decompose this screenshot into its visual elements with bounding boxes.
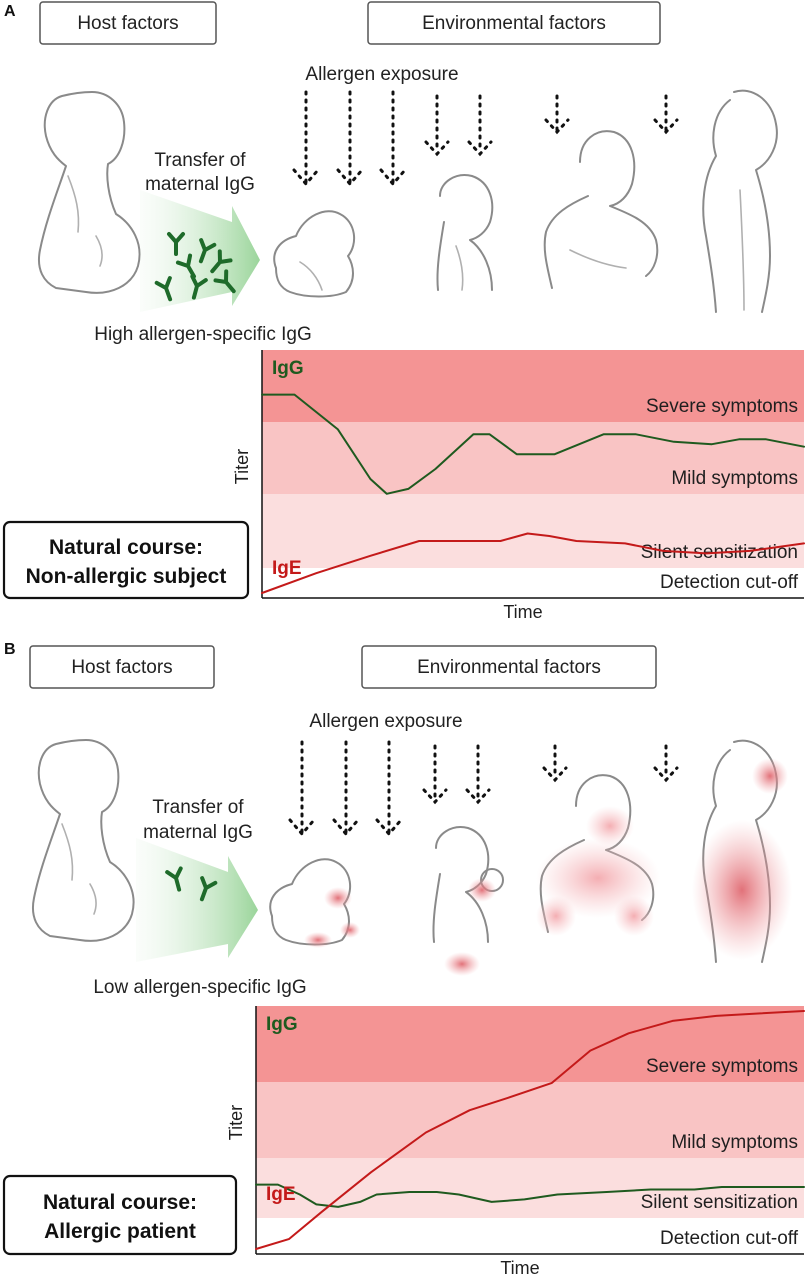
course-title-line2: Non-allergic subject	[26, 565, 227, 588]
series-line-igg	[261, 393, 805, 495]
transfer-label-line1: Transfer of	[154, 150, 246, 171]
adolescent-icon	[543, 130, 659, 289]
dotted-arrow-icon	[336, 90, 364, 187]
band-detection-cut-off	[262, 568, 804, 598]
dotted-arrow-icon	[288, 740, 316, 837]
course-label-box: Natural course: Allergic patient	[2, 1174, 238, 1256]
dotted-arrow-icon	[544, 94, 570, 135]
panel-letter-b: B	[4, 641, 16, 658]
host-factors-box: Host factors	[29, 645, 215, 689]
series-line-igg	[255, 1183, 805, 1208]
course-label-box: Natural course: Non-allergic subject	[2, 520, 250, 600]
environmental-factors-label: Environmental factors	[422, 13, 606, 34]
band-detection-cut-off	[256, 1218, 804, 1254]
dotted-arrow-icon	[653, 94, 679, 135]
adult-icon	[702, 89, 778, 313]
series-line-ige	[261, 532, 805, 594]
series-label-igg: IgG	[272, 358, 304, 379]
maternal-igg-level-label: High allergen-specific IgG	[94, 324, 312, 345]
environmental-factors-box: Environmental factors	[361, 645, 657, 689]
band-mild-symptoms	[256, 1082, 804, 1158]
pregnant-woman-icon	[32, 739, 135, 942]
adolescent-icon	[536, 774, 660, 936]
dotted-arrow-icon	[467, 94, 493, 157]
maternal-igg-level-label: Low allergen-specific IgG	[93, 977, 306, 998]
band-silent-sensitization	[262, 494, 804, 568]
panel-a: A Host factors Environmental factors All…	[2, 1, 805, 622]
environmental-factors-box: Environmental factors	[367, 1, 661, 45]
dotted-arrow-icon	[422, 744, 448, 805]
transfer-arrow-icon	[136, 838, 258, 962]
band-severe-symptoms	[262, 350, 804, 422]
band-severe-symptoms	[256, 1006, 804, 1082]
toddler-icon	[432, 826, 504, 976]
band-label: Mild symptoms	[671, 468, 798, 489]
dotted-arrow-icon	[332, 740, 360, 837]
y-axis-label: Titer	[232, 449, 252, 484]
host-factors-box: Host factors	[39, 1, 217, 45]
x-axis-label: Time	[500, 1258, 539, 1278]
dotted-arrow-icon	[379, 90, 407, 187]
series-label-igg: IgG	[266, 1014, 298, 1035]
transfer-label-line1: Transfer of	[152, 797, 244, 818]
series-label-ige: IgE	[272, 558, 302, 579]
host-factors-label: Host factors	[71, 657, 172, 678]
allergen-exposure-label: Allergen exposure	[309, 711, 462, 732]
infant-icon	[269, 858, 360, 948]
band-label: Mild symptoms	[671, 1132, 798, 1153]
dotted-arrow-icon	[465, 744, 491, 805]
band-label: Severe symptoms	[646, 1056, 798, 1077]
toddler-icon	[436, 174, 494, 291]
band-label: Silent sensitization	[641, 1192, 798, 1213]
x-axis-label: Time	[503, 602, 542, 622]
series-line-ige	[255, 1010, 805, 1250]
band-label: Severe symptoms	[646, 396, 798, 417]
dotted-arrow-icon	[375, 740, 403, 837]
transfer-label-line2: maternal IgG	[143, 822, 253, 843]
environmental-factors-label: Environmental factors	[417, 657, 601, 678]
allergen-arrows	[292, 90, 679, 187]
pregnant-woman-icon	[38, 91, 141, 294]
dotted-arrow-icon	[653, 744, 679, 783]
panel-b: B Host factors Environmental factors All…	[2, 641, 805, 1278]
course-title-line1: Natural course:	[43, 1191, 197, 1214]
allergen-exposure-label: Allergen exposure	[305, 64, 458, 85]
dotted-arrow-icon	[424, 94, 450, 157]
course-title-line1: Natural course:	[49, 536, 203, 559]
band-mild-symptoms	[262, 422, 804, 494]
transfer-arrow-icon	[140, 190, 260, 312]
dotted-arrow-icon	[292, 90, 320, 187]
adult-icon	[692, 739, 792, 963]
infant-icon	[273, 210, 356, 298]
course-title-line2: Allergic patient	[44, 1220, 196, 1243]
transfer-label-line2: maternal IgG	[145, 174, 255, 195]
band-label: Detection cut-off	[660, 1228, 799, 1249]
y-axis-label: Titer	[226, 1105, 246, 1140]
panel-letter-a: A	[4, 3, 16, 20]
dotted-arrow-icon	[542, 744, 568, 783]
series-label-ige: IgE	[266, 1184, 296, 1205]
band-label: Detection cut-off	[660, 572, 799, 593]
allergen-arrows	[288, 740, 679, 837]
host-factors-label: Host factors	[77, 13, 178, 34]
